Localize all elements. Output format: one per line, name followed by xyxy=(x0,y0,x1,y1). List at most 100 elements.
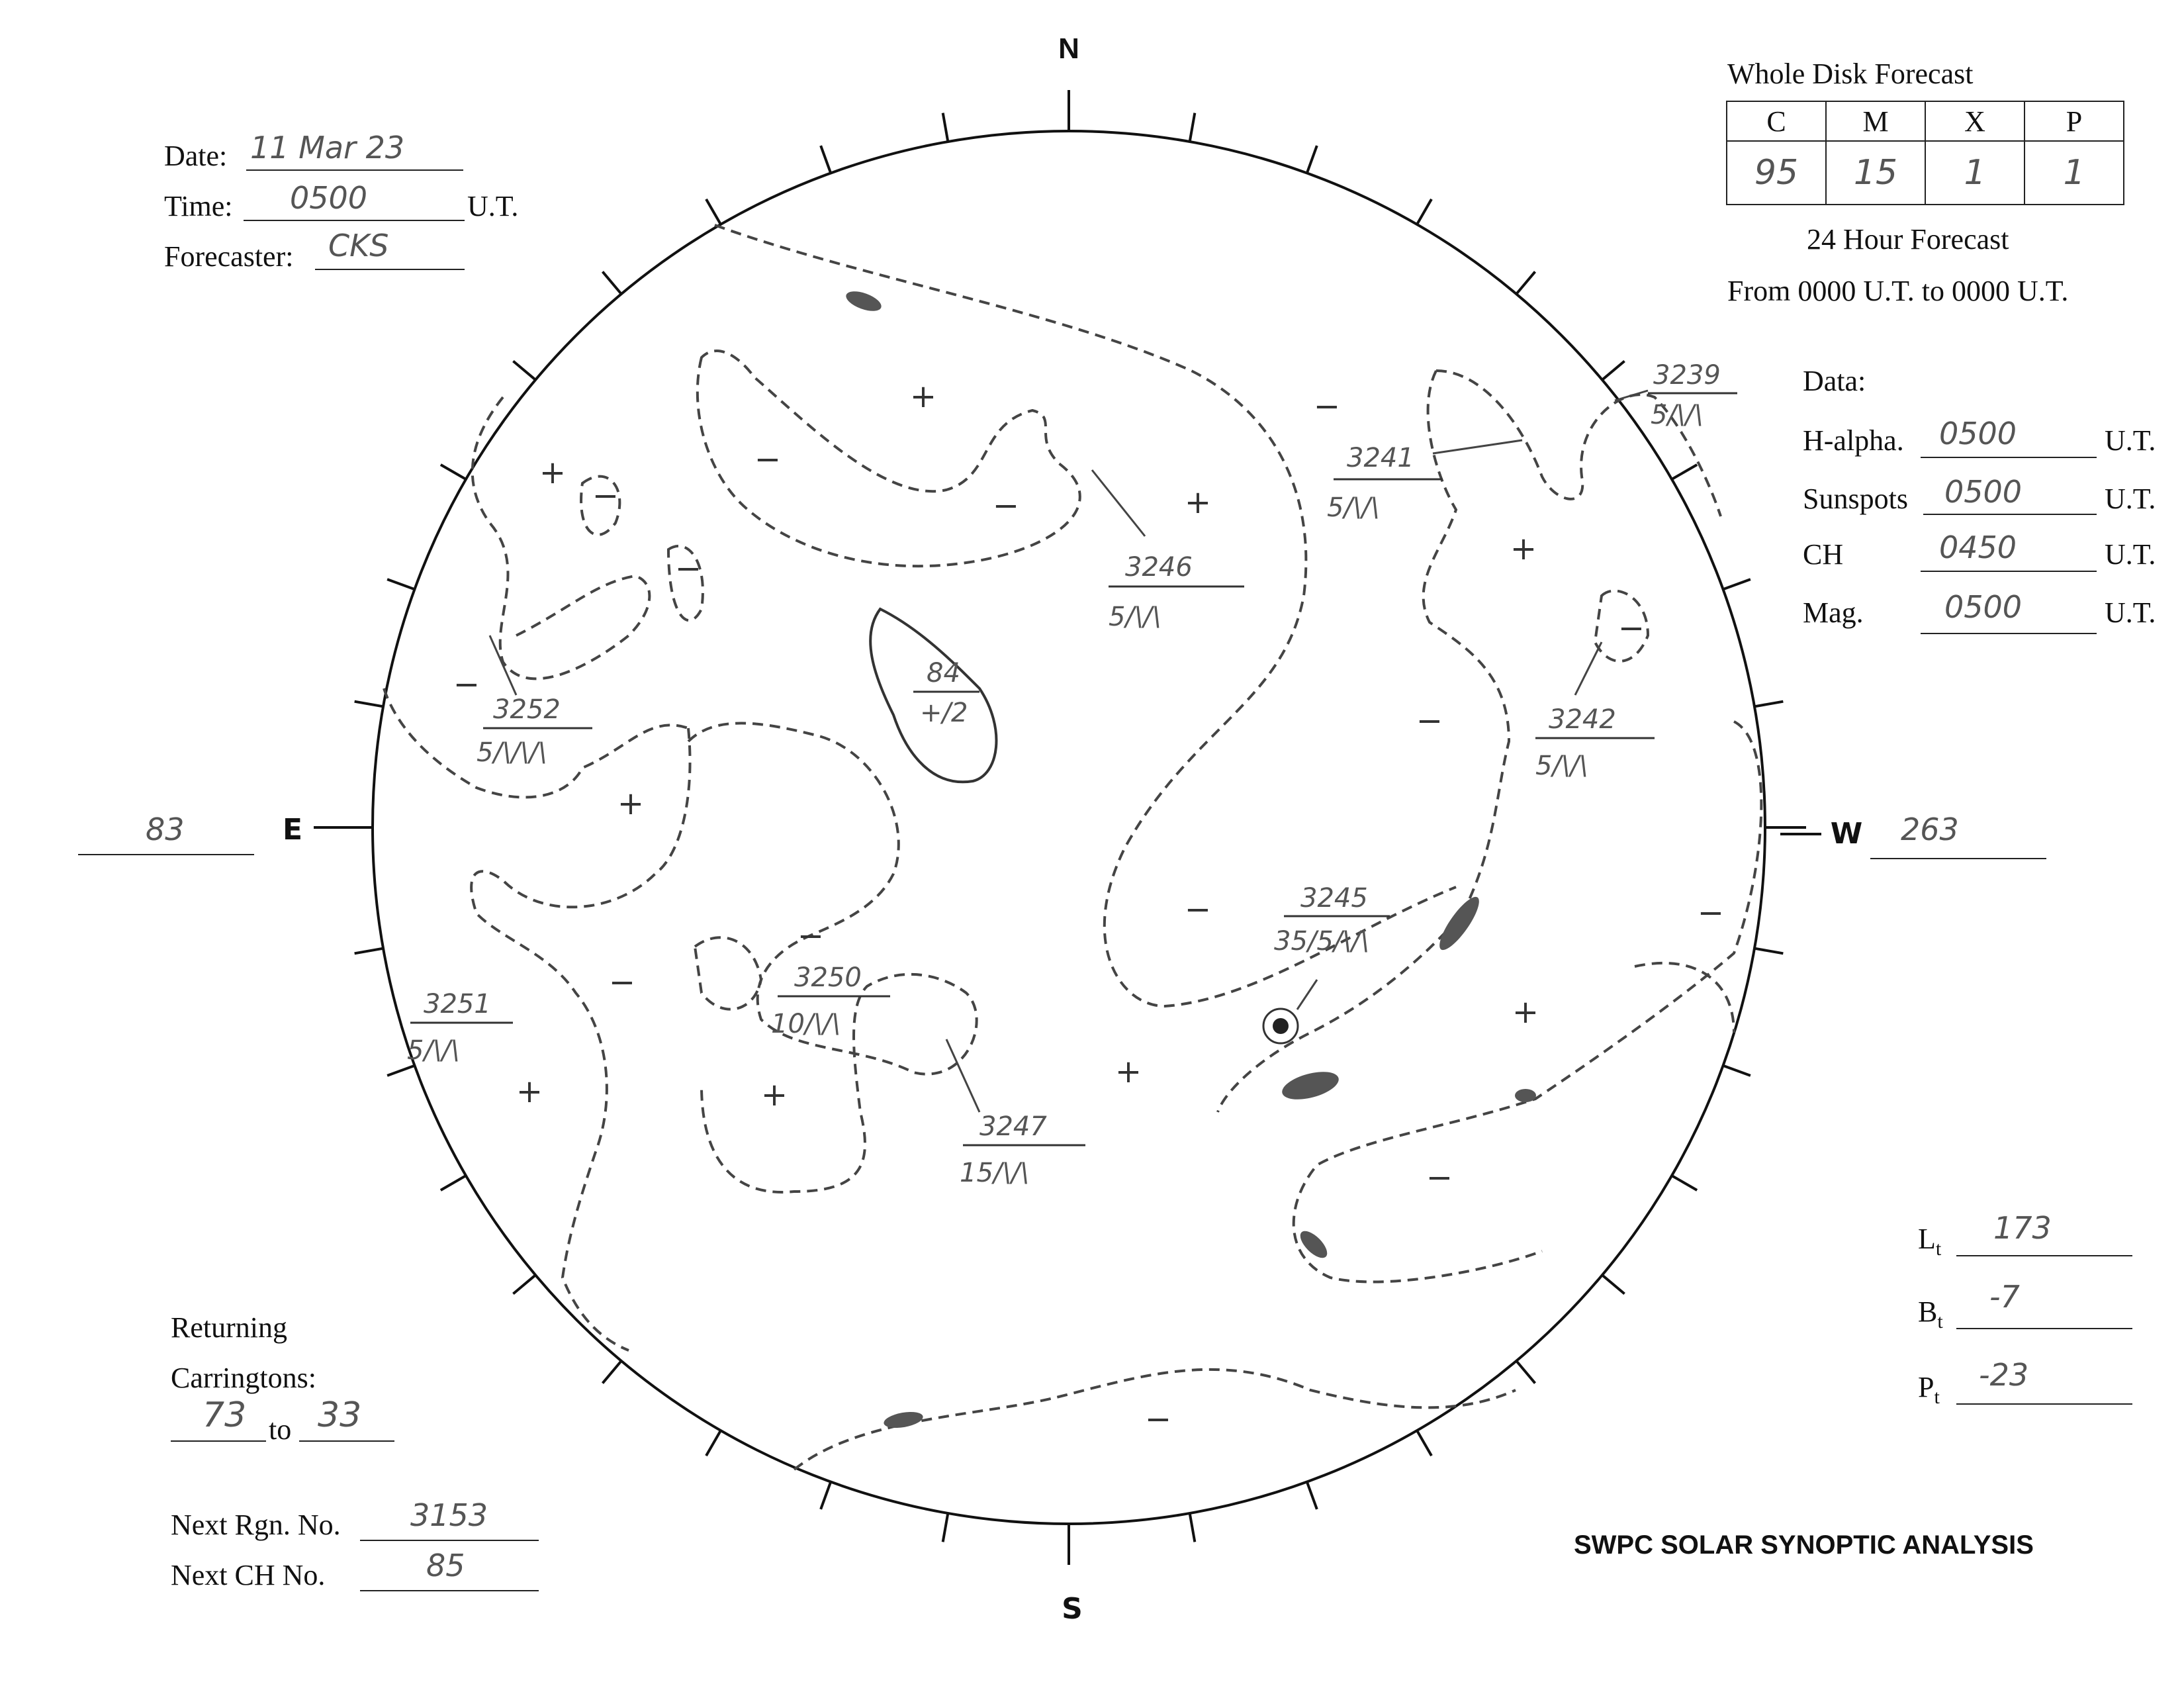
neutral-line-southwest xyxy=(1634,961,1735,1033)
footer-title: SWPC SOLAR SYNOPTIC ANALYSIS xyxy=(1574,1530,2034,1560)
region-3241-class: 5/\/\ xyxy=(1327,492,1379,523)
pt-value[interactable]: -23 xyxy=(1979,1357,2029,1393)
data-halpha-unit: U.T. xyxy=(2105,424,2156,457)
limb-tick xyxy=(1188,113,1197,142)
lt-label: Lt xyxy=(1918,1223,1942,1260)
neutral-line-east-small2 xyxy=(666,544,704,622)
polarity-minus-11: − xyxy=(609,964,635,1001)
west-longitude-value[interactable]: 263 xyxy=(1901,812,1959,847)
limb-tick xyxy=(1671,1174,1698,1192)
region-3239-class: 5/\/\ xyxy=(1651,400,1703,430)
neutral-line-west-mid xyxy=(1216,370,1511,1113)
polarity-plus-7: + xyxy=(761,1076,788,1113)
bt-value[interactable]: -7 xyxy=(1989,1279,2020,1315)
data-halpha-label: H-alpha. xyxy=(1803,424,1904,457)
next-ch-value[interactable]: 85 xyxy=(426,1548,465,1583)
limb-tick xyxy=(1601,1274,1625,1295)
polarity-minus-4: − xyxy=(592,477,619,514)
data-title: Data: xyxy=(1803,365,1866,397)
forecast-title: Whole Disk Forecast xyxy=(1727,58,1974,90)
forecaster-underline xyxy=(315,269,465,270)
limb-tick xyxy=(439,463,467,481)
leader-3252 xyxy=(488,635,518,696)
limb-tick xyxy=(512,359,537,381)
pt-label: Pt xyxy=(1918,1371,1940,1408)
filament-south-west xyxy=(1300,1231,1328,1258)
limb-tick xyxy=(819,145,833,174)
forecast-range: From 0000 U.T. to 0000 U.T. xyxy=(1727,275,2069,307)
east-longitude-value[interactable]: 83 xyxy=(146,812,185,847)
forecast-value-p[interactable]: 1 xyxy=(2024,140,2124,205)
region-3250-class: 10/\/\ xyxy=(771,1009,841,1039)
limb-tick xyxy=(941,113,950,142)
time-value[interactable]: 0500 xyxy=(290,180,368,216)
carrington-label-line2: Carringtons: xyxy=(171,1362,316,1394)
polarity-minus-12: − xyxy=(797,917,824,955)
data-ch-unit: U.T. xyxy=(2105,538,2156,571)
data-sunspots-value[interactable]: 0500 xyxy=(1944,474,2023,510)
east-longitude-underline xyxy=(78,854,254,855)
coronal-hole-84-outline xyxy=(869,607,998,784)
date-underline xyxy=(246,169,463,171)
date-value[interactable]: 11 Mar 23 xyxy=(250,130,405,165)
next-rgn-value[interactable]: 3153 xyxy=(410,1497,488,1533)
time-underline xyxy=(244,220,465,221)
limb-tick xyxy=(941,1513,950,1542)
lt-underline xyxy=(1956,1255,2132,1256)
limb-tick xyxy=(1722,578,1751,591)
limb-tick xyxy=(705,1430,722,1457)
data-ch-label: CH xyxy=(1803,538,1844,571)
neutral-line-west-small xyxy=(1593,589,1650,663)
polarity-minus-14: − xyxy=(1145,1401,1171,1438)
forecast-value-c[interactable]: 95 xyxy=(1726,140,1827,205)
limb-tick xyxy=(1416,1430,1433,1457)
compass-west: W xyxy=(1831,817,1863,851)
lt-value[interactable]: 173 xyxy=(1993,1210,2052,1246)
filament-south xyxy=(884,1411,923,1429)
forecaster-value[interactable]: CKS xyxy=(328,228,389,263)
polarity-plus-1: + xyxy=(910,378,936,415)
polarity-plus-5: + xyxy=(1510,530,1537,567)
limb-tick xyxy=(1305,145,1318,174)
region-3247-number: 3247 xyxy=(979,1111,1047,1142)
limb-tick xyxy=(601,271,623,295)
data-ch-value[interactable]: 0450 xyxy=(1939,530,2017,565)
forecast-value-m[interactable]: 15 xyxy=(1825,140,1926,205)
region-labels: 3239 5/\/\ 3241 5/\/\ 3246 5/\/\ 3252 5/… xyxy=(407,360,1737,1188)
region-3245-number: 3245 xyxy=(1300,883,1368,914)
next-rgn-label: Next Rgn. No. xyxy=(171,1509,341,1541)
leader-3247 xyxy=(945,1039,981,1113)
data-mag-value[interactable]: 0500 xyxy=(1944,589,2023,625)
compass-south: S xyxy=(1062,1592,1083,1626)
sunspot-3245 xyxy=(1273,1018,1289,1034)
region-3239-number: 3239 xyxy=(1653,360,1721,391)
polarity-minus-3: − xyxy=(1314,388,1340,425)
forecast-value-x[interactable]: 1 xyxy=(1925,140,2025,205)
limb-tick xyxy=(1754,700,1784,708)
carrington-from-value[interactable]: 73 xyxy=(203,1395,247,1435)
data-mag-underline xyxy=(1921,633,2097,634)
region-3246-class: 5/\/\ xyxy=(1109,602,1161,632)
data-halpha-value[interactable]: 0500 xyxy=(1939,416,2017,451)
neutral-line-east-lower xyxy=(383,688,689,799)
polarity-minus-2: − xyxy=(993,487,1019,524)
time-label: Time: xyxy=(164,190,233,222)
carrington-to-underline xyxy=(299,1440,394,1442)
polarity-plus-3: + xyxy=(539,454,566,491)
polarity-plus-8: + xyxy=(1115,1053,1142,1090)
polarity-plus-2: + xyxy=(1185,484,1211,521)
data-halpha-underline xyxy=(1921,457,2097,458)
region-3245-class: 35/5/\/\ xyxy=(1274,926,1369,957)
neutral-line-east-upper xyxy=(471,396,651,680)
leader-3246 xyxy=(1091,469,1146,537)
carrington-to-value[interactable]: 33 xyxy=(318,1395,362,1435)
region-3241-number: 3241 xyxy=(1347,443,1414,473)
limb-ticks xyxy=(332,90,1806,1565)
neutral-lines xyxy=(383,224,1763,1471)
carrington-from-underline xyxy=(171,1440,266,1442)
limb-tick xyxy=(819,1481,833,1510)
forecast-table: C M X P 95 15 1 1 xyxy=(1726,101,2124,205)
neutral-line-center xyxy=(470,727,692,1352)
leader-3241 xyxy=(1432,439,1523,455)
